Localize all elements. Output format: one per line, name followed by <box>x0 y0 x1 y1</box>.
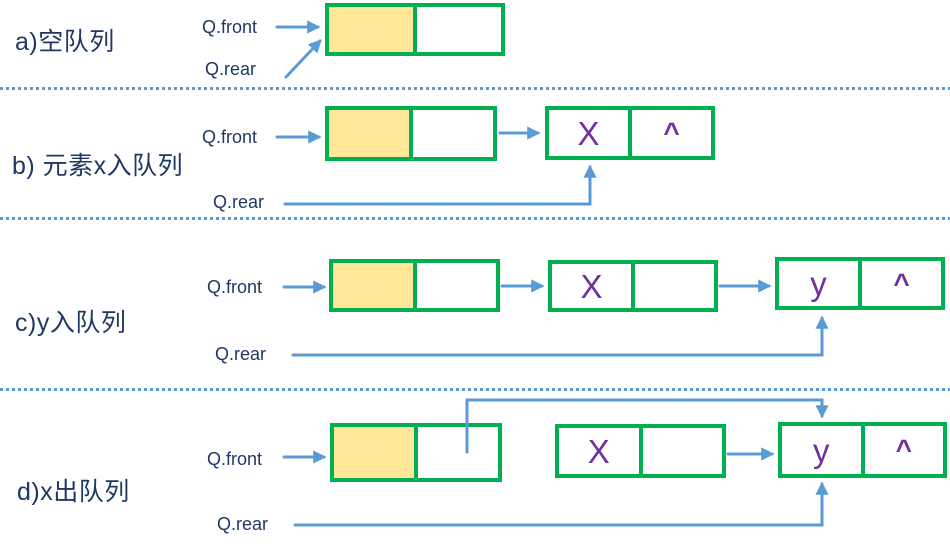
q-front-label-b: Q.front <box>202 127 258 147</box>
q-front-label-a: Q.front <box>202 17 258 37</box>
separator-2 <box>0 217 950 220</box>
node-d-y-data-cell: y <box>782 426 865 474</box>
node-b-x-next-cell: ^ <box>663 117 680 148</box>
node-c-x: X <box>548 260 718 312</box>
separator-3 <box>0 388 950 391</box>
row-c-title: c)y入队列 <box>15 309 127 337</box>
row-a-title: a)空队列 <box>15 28 115 56</box>
row-b-title: b) 元素x入队列 <box>12 152 184 180</box>
node-d-x-next-cell <box>643 428 723 474</box>
node-c-y-data-cell: y <box>779 261 862 306</box>
node-c-x-data-cell: X <box>552 264 635 308</box>
head-next-cell-b <box>413 110 493 157</box>
node-d-x: X <box>555 424 726 478</box>
head-data-cell-d <box>334 427 418 478</box>
head-next-cell-c <box>417 263 497 308</box>
separator-1 <box>0 87 950 90</box>
head-node-a <box>325 3 505 56</box>
node-b-x-data-cell: X <box>549 110 632 156</box>
rear-pointer-arrow-b <box>283 164 597 206</box>
node-d-y-next-cell: ^ <box>895 434 912 465</box>
q-rear-label-b: Q.rear <box>213 192 265 212</box>
row-d-title: d)x出队列 <box>17 478 130 506</box>
node-d-x-data-cell: X <box>559 428 643 474</box>
head-next-cell-d <box>418 427 498 478</box>
q-rear-label-a: Q.rear <box>205 59 257 79</box>
q-rear-label-d: Q.rear <box>217 514 269 534</box>
head-next-cell-a <box>417 7 501 52</box>
head-data-cell-b <box>329 110 413 157</box>
head-node-d <box>330 423 502 482</box>
node-c-x-next-cell <box>635 264 714 308</box>
node-d-y: y ^ <box>778 422 947 478</box>
head-data-cell-c <box>333 263 417 308</box>
q-front-label-c: Q.front <box>207 277 263 297</box>
head-node-b <box>325 106 497 161</box>
node-c-y-next-cell: ^ <box>893 267 910 299</box>
q-rear-label-c: Q.rear <box>215 344 267 364</box>
head-data-cell-a <box>329 7 417 52</box>
head-node-c <box>329 259 500 312</box>
q-front-label-d: Q.front <box>207 449 263 469</box>
node-b-x: X ^ <box>545 106 715 160</box>
rear-pointer-arrow-d <box>293 481 829 527</box>
rear-pointer-arrow-c <box>291 315 829 357</box>
rear-pointer-arrow-a <box>284 39 322 79</box>
node-c-y: y ^ <box>775 257 945 310</box>
